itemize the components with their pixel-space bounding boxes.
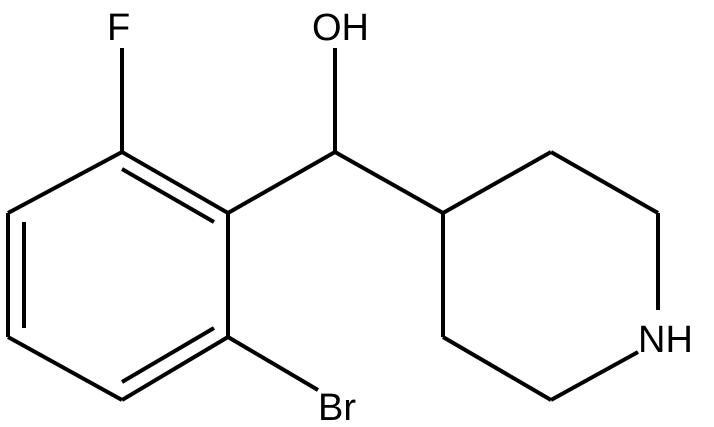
bond-ring-c5-c6 bbox=[120, 335, 230, 402]
bond-methine-to-piperidine bbox=[334, 150, 444, 215]
atom-label-amine: NH bbox=[638, 319, 693, 361]
bond-ring-to-methine bbox=[227, 150, 336, 215]
atom-label-fluorine: F bbox=[107, 7, 130, 49]
bond-ring-c1-c2 bbox=[121, 150, 229, 215]
atom-label-bromine: Br bbox=[318, 387, 356, 427]
bond-pip-c6-c5 bbox=[441, 335, 553, 402]
bond-c-br bbox=[226, 335, 320, 392]
bond-ring-c1-c2-inner bbox=[121, 167, 215, 224]
piperidine-ring bbox=[441, 150, 660, 402]
bond-ring-c5-c6-inner bbox=[120, 326, 216, 384]
bond-pip-c4-c3 bbox=[442, 150, 552, 215]
benzene-ring bbox=[6, 150, 230, 402]
atom-label-hydroxyl: OH bbox=[312, 7, 369, 49]
bond-pip-n-c6 bbox=[550, 350, 639, 402]
bond-pip-c3-c2 bbox=[550, 150, 659, 215]
bond-ring-c2-c3 bbox=[7, 150, 123, 215]
bond-ring-c4-c5 bbox=[7, 335, 123, 402]
